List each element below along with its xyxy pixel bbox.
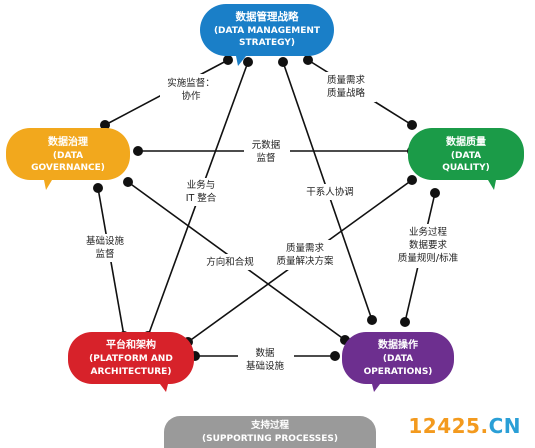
edge-label-line: 质量需求 [286, 242, 325, 254]
svg-text:实施监督：协作: 实施监督：协作 [167, 77, 215, 102]
node-data-management-strategy: 数据管理战略 (DATA MANAGEMENT STRATEGY) [200, 4, 334, 66]
label-platform-operations: 数据基础设施 [238, 344, 294, 372]
label-governance-quality: 元数据监督 [244, 138, 290, 166]
node-title-en-line2: QUALITY) [442, 163, 490, 173]
edge-label-line: 监督 [256, 152, 275, 164]
node-data-quality: 数据质量 (DATA QUALITY) [408, 128, 524, 190]
dot [330, 351, 340, 361]
node-supporting-processes: 支持过程 (SUPPORTING PROCESSES) [164, 416, 376, 448]
svg-text:元数据监督: 元数据监督 [252, 139, 281, 164]
node-title-zh: 支持过程 [250, 419, 290, 431]
node-title-en-line1: (DATA [451, 151, 481, 161]
dot [430, 188, 440, 198]
site-watermark: 12425.CN [408, 414, 521, 438]
label-strategy-governance: 实施监督：协作 [160, 74, 222, 104]
edge-label-line: 业务与 [187, 179, 216, 191]
node-title-en-line1: (DATA [383, 354, 413, 364]
node-title-en-line1: (DATA [53, 151, 83, 161]
edge-label-line: 基础设施 [246, 360, 285, 372]
dot [367, 315, 377, 325]
connector-dots [93, 55, 440, 361]
dot [133, 146, 143, 156]
watermark-dot: . [480, 414, 489, 438]
dot [100, 120, 110, 130]
svg-text:业务过程数据要求质量规则/标准: 业务过程数据要求质量规则/标准 [398, 226, 459, 264]
svg-text:基础设施监督: 基础设施监督 [86, 235, 125, 260]
edge-label-line: IT 整合 [186, 192, 217, 204]
svg-text:质量需求质量解决方案: 质量需求质量解决方案 [276, 242, 334, 267]
edge-label-line: 监督 [95, 248, 114, 260]
edge-label-line: 质量规则/标准 [398, 252, 459, 264]
watermark-cn: CN [488, 414, 521, 438]
edge-label-line: 质量解决方案 [276, 255, 334, 267]
node-title-en-line2: ARCHITECTURE) [91, 367, 172, 377]
dot [407, 120, 417, 130]
edge-label-line: 实施监督： [167, 77, 215, 89]
dot [278, 57, 288, 67]
connector-lines [97, 59, 436, 357]
node-title-en-line2: OPERATIONS) [364, 367, 433, 377]
label-quality-operations: 业务过程数据要求质量规则/标准 [392, 224, 464, 268]
node-title-zh: 平台和架构 [106, 338, 156, 351]
edge-label-line: 数据要求 [409, 239, 448, 251]
svg-text:质量需求质量战略: 质量需求质量战略 [327, 74, 366, 99]
node-platform-and-architecture: 平台和架构 (PLATFORM AND ARCHITECTURE) [68, 332, 194, 392]
dot [123, 177, 133, 187]
edge-label-line: 质量战略 [327, 87, 366, 99]
edge-label-line: 基础设施 [86, 235, 125, 247]
node-title-en-line1: (PLATFORM AND [89, 354, 173, 364]
node-title-en-line1: (SUPPORTING PROCESSES) [202, 434, 338, 444]
dot [223, 55, 233, 65]
edge-label-line: 质量需求 [327, 74, 366, 86]
watermark-number: 12425 [408, 414, 481, 438]
node-title-en-line2: STRATEGY) [239, 38, 295, 48]
node-title-zh: 数据治理 [48, 135, 88, 148]
dot [303, 55, 313, 65]
edge-label-line: 协作 [181, 90, 201, 102]
node-title-en-line2: GOVERNANCE) [31, 163, 105, 173]
svg-text:数据基础设施: 数据基础设施 [246, 347, 285, 372]
label-governance-platform: 基础设施监督 [80, 234, 132, 262]
label-quality-platform: 质量需求质量解决方案 [270, 240, 342, 270]
edge-label-line: 元数据 [252, 139, 281, 151]
label-governance-operations: 方向和合规 [200, 254, 262, 270]
dot [400, 317, 410, 327]
dot [93, 183, 103, 193]
dot [407, 175, 417, 185]
node-data-operations: 数据操作 (DATA OPERATIONS) [342, 332, 454, 392]
edge-label-line: 数据 [255, 347, 275, 359]
edge-label-line: 方向和合规 [206, 256, 254, 268]
node-title-en-line1: (DATA MANAGEMENT [214, 26, 321, 36]
label-strategy-quality: 质量需求质量战略 [320, 72, 376, 102]
label-strategy-operations: 干系人协调 [298, 184, 364, 200]
node-data-governance: 数据治理 (DATA GOVERNANCE) [6, 128, 130, 190]
node-title-zh: 数据质量 [446, 135, 486, 148]
node-title-zh: 数据操作 [378, 338, 418, 351]
edge-label-line: 业务过程 [409, 226, 448, 238]
dot [243, 57, 253, 67]
node-title-zh: 数据管理战略 [235, 10, 299, 23]
edge-label-line: 干系人协调 [306, 186, 354, 198]
